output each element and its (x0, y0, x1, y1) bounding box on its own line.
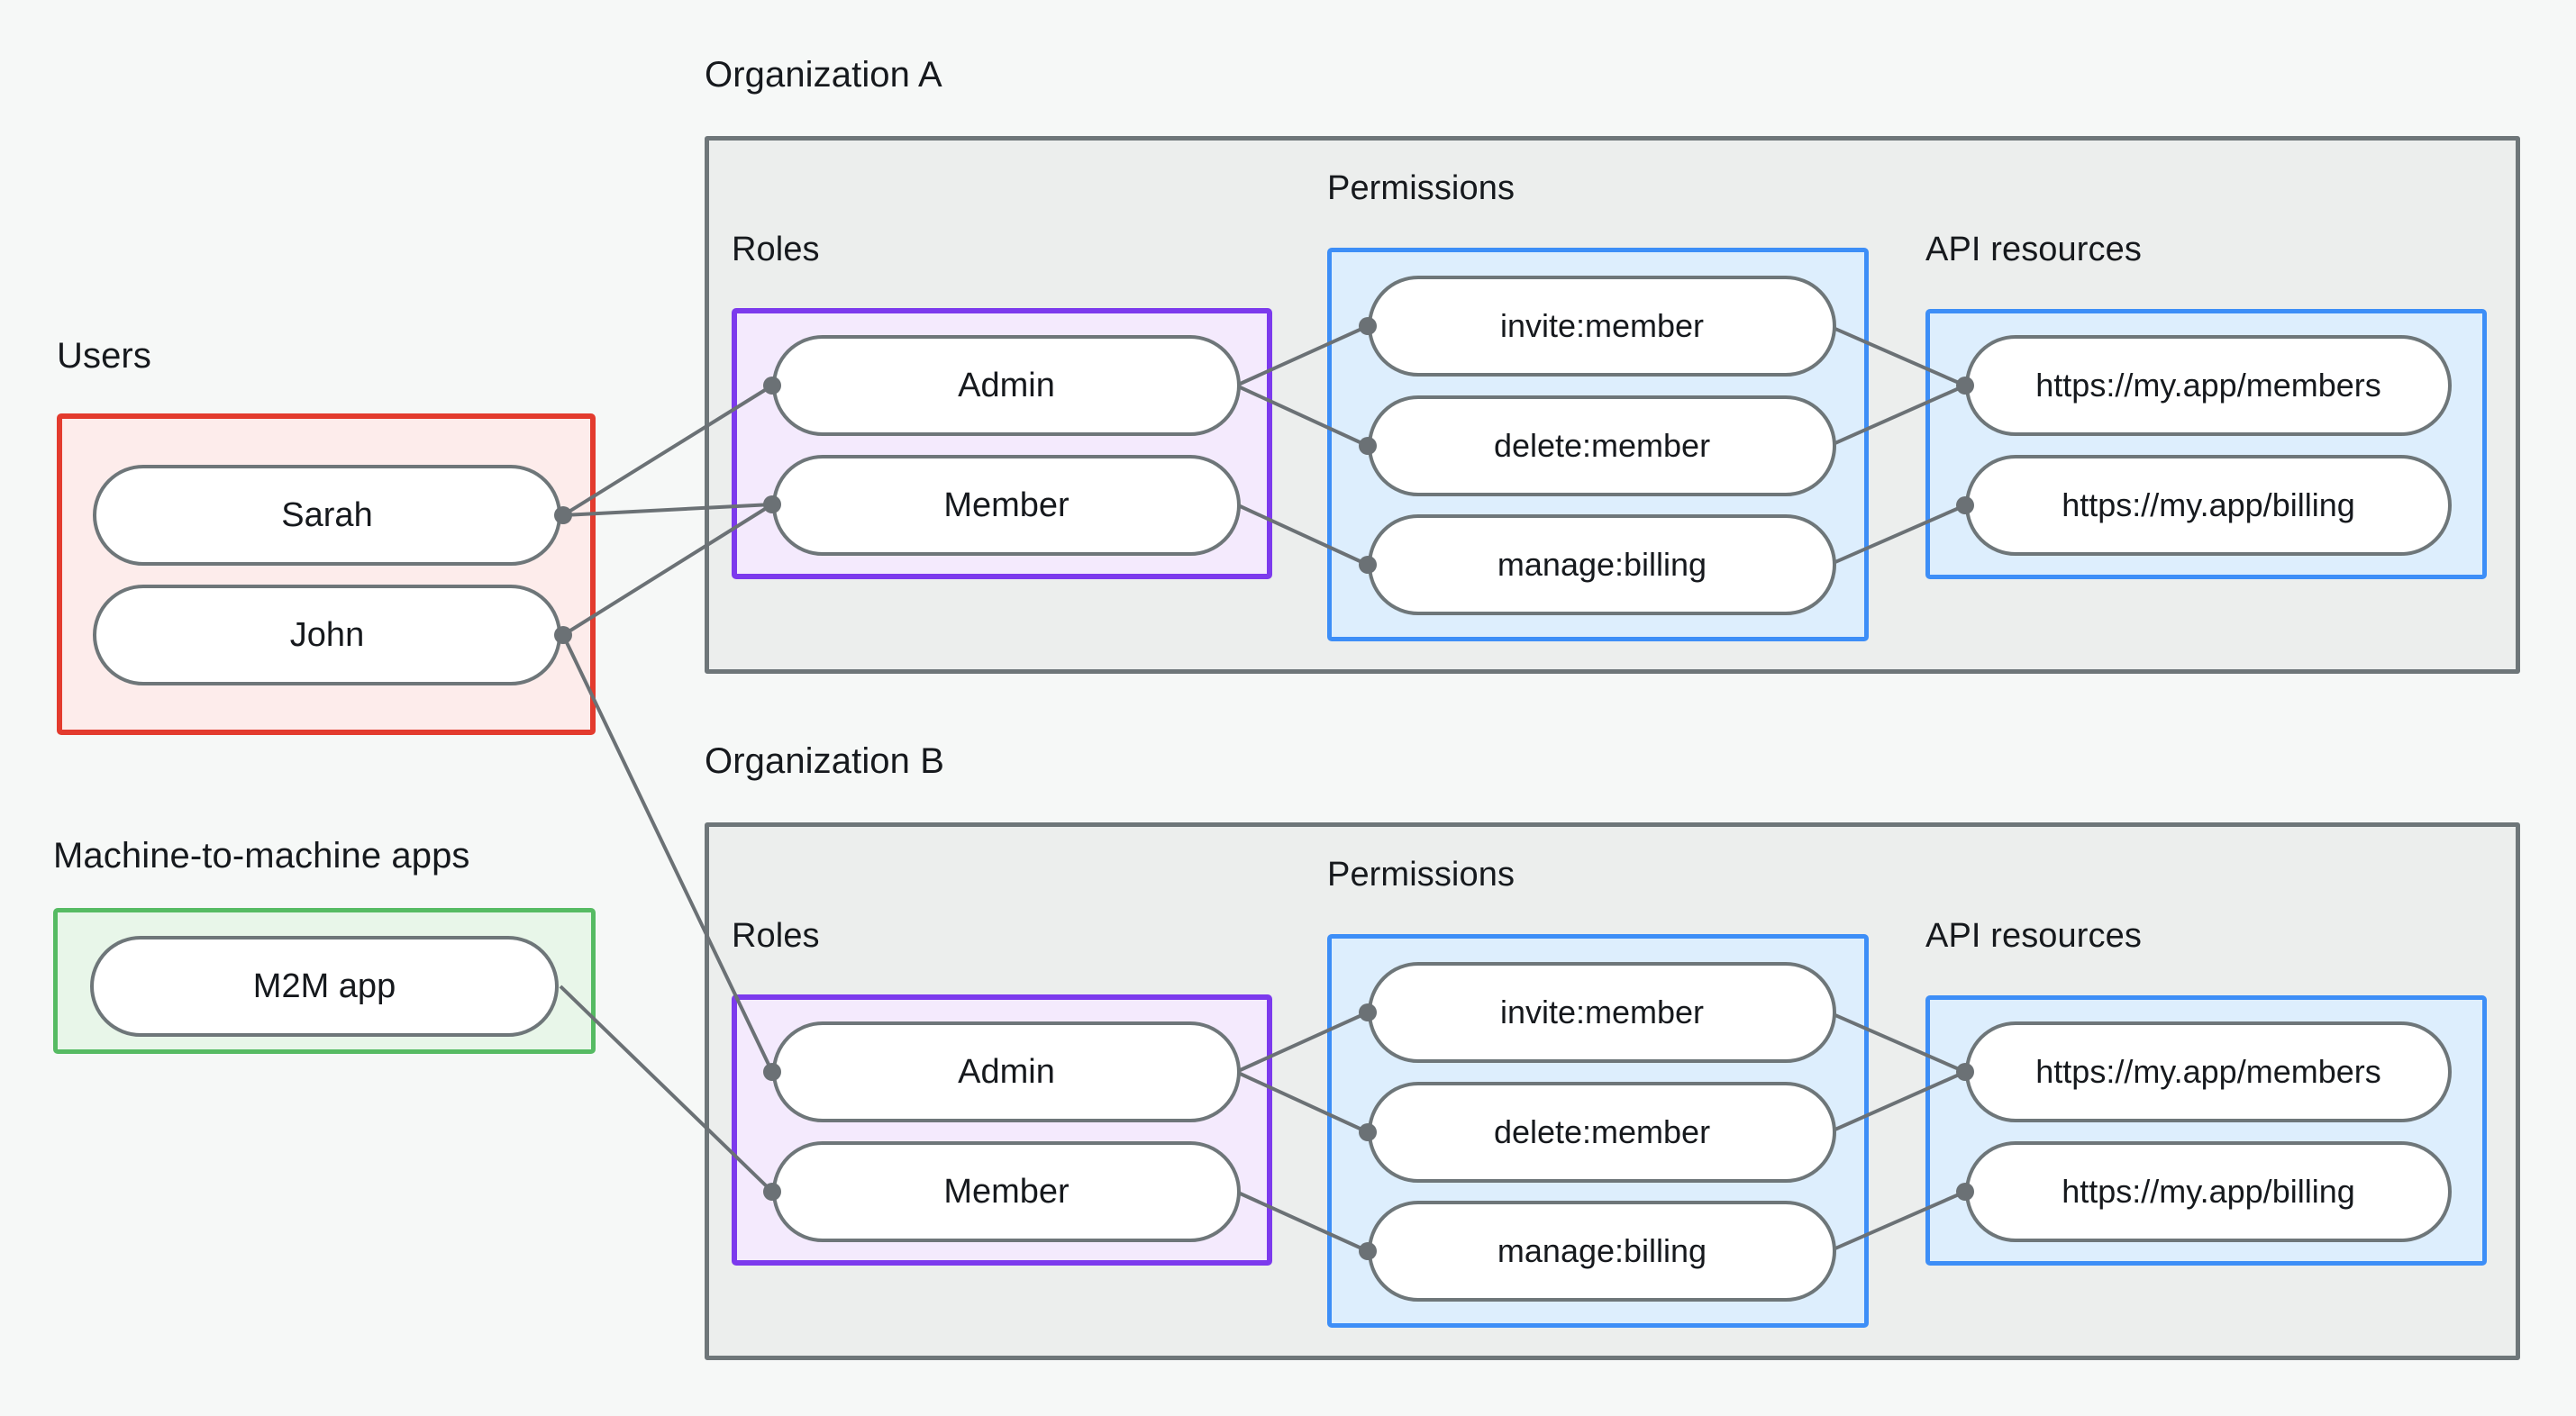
orgA-permission-node-manage-billing-label: manage:billing (1497, 546, 1707, 583)
orgB-api-node-billing[interactable]: https://my.app/billing (1965, 1141, 2452, 1242)
connector-dot-orgA-manage-in (1359, 556, 1377, 574)
orgB-roles-label: Roles (732, 917, 820, 955)
orgB-permission-node-invite-member[interactable]: invite:member (1368, 962, 1836, 1063)
orgA-api-node-members-label: https://my.app/members (2035, 367, 2381, 404)
orgA-permission-node-invite-member[interactable]: invite:member (1368, 276, 1836, 377)
connector-dot-orgB-invite-in (1359, 1003, 1377, 1021)
users-group-label: Users (57, 336, 151, 376)
organization-a-label: Organization A (705, 55, 942, 95)
connector-dot-orgB-manage-in (1359, 1242, 1377, 1260)
connector-dot-orgA-invite-in (1359, 317, 1377, 335)
orgB-permission-node-manage-billing-label: manage:billing (1497, 1232, 1707, 1269)
orgA-role-node-member-label: Member (943, 486, 1070, 524)
connector-dot-orgA-members-in (1956, 377, 1974, 395)
connector-dot-orgB-billing-in (1956, 1183, 1974, 1201)
orgA-roles-label: Roles (732, 231, 820, 268)
orgA-role-node-admin-label: Admin (958, 367, 1055, 404)
orgA-api-node-members[interactable]: https://my.app/members (1965, 335, 2452, 436)
organization-b-label: Organization B (705, 741, 944, 781)
orgA-permission-node-invite-member-label: invite:member (1499, 307, 1705, 344)
connector-dot-orgA-billing-in (1956, 496, 1974, 514)
connector-dot-orgB-members-in (1956, 1063, 1974, 1081)
connector-dot-orgB-member-in (763, 1183, 781, 1201)
user-node-john-label: John (289, 616, 365, 654)
user-node-john[interactable]: John (93, 585, 561, 685)
orgA-role-node-admin[interactable]: Admin (772, 335, 1241, 436)
orgB-permission-node-delete-member-label: delete:member (1493, 1113, 1711, 1150)
orgA-api-node-billing[interactable]: https://my.app/billing (1965, 455, 2452, 556)
orgB-api-node-members-label: https://my.app/members (2035, 1053, 2381, 1090)
user-node-sarah-label: Sarah (281, 496, 373, 534)
user-node-sarah[interactable]: Sarah (93, 465, 561, 566)
connector-dot-orgB-delete-in (1359, 1123, 1377, 1141)
m2m-node-app[interactable]: M2M app (90, 936, 559, 1037)
orgB-role-node-admin[interactable]: Admin (772, 1021, 1241, 1122)
orgB-permission-node-manage-billing[interactable]: manage:billing (1368, 1201, 1836, 1302)
orgA-permissions-label: Permissions (1327, 169, 1516, 207)
orgA-api-node-billing-label: https://my.app/billing (2062, 486, 2355, 523)
users-group-box (57, 413, 596, 735)
connector-dot-orgA-admin-in (763, 377, 781, 395)
orgB-role-node-member[interactable]: Member (772, 1141, 1241, 1242)
connector-dot-sarah (554, 506, 572, 524)
orgB-api-node-members[interactable]: https://my.app/members (1965, 1021, 2452, 1122)
orgB-role-node-admin-label: Admin (958, 1053, 1055, 1091)
orgB-permission-node-invite-member-label: invite:member (1499, 994, 1705, 1030)
m2m-node-app-label: M2M app (252, 967, 396, 1005)
orgB-api-resources-label: API resources (1925, 917, 2142, 955)
connector-dot-orgA-delete-in (1359, 437, 1377, 455)
orgB-permissions-label: Permissions (1327, 856, 1516, 894)
orgA-permission-node-delete-member[interactable]: delete:member (1368, 395, 1836, 496)
m2m-group-label: Machine-to-machine apps (53, 836, 470, 876)
orgA-api-resources-label: API resources (1925, 231, 2142, 268)
connector-dot-john (554, 626, 572, 644)
connector-dot-orgB-admin-in (763, 1063, 781, 1081)
orgA-permission-node-delete-member-label: delete:member (1493, 427, 1711, 464)
orgA-role-node-member[interactable]: Member (772, 455, 1241, 556)
orgB-permission-node-delete-member[interactable]: delete:member (1368, 1082, 1836, 1183)
orgB-role-node-member-label: Member (943, 1173, 1070, 1211)
connector-dot-orgA-member-in (763, 495, 781, 513)
orgA-permission-node-manage-billing[interactable]: manage:billing (1368, 514, 1836, 615)
orgB-api-node-billing-label: https://my.app/billing (2062, 1173, 2355, 1210)
